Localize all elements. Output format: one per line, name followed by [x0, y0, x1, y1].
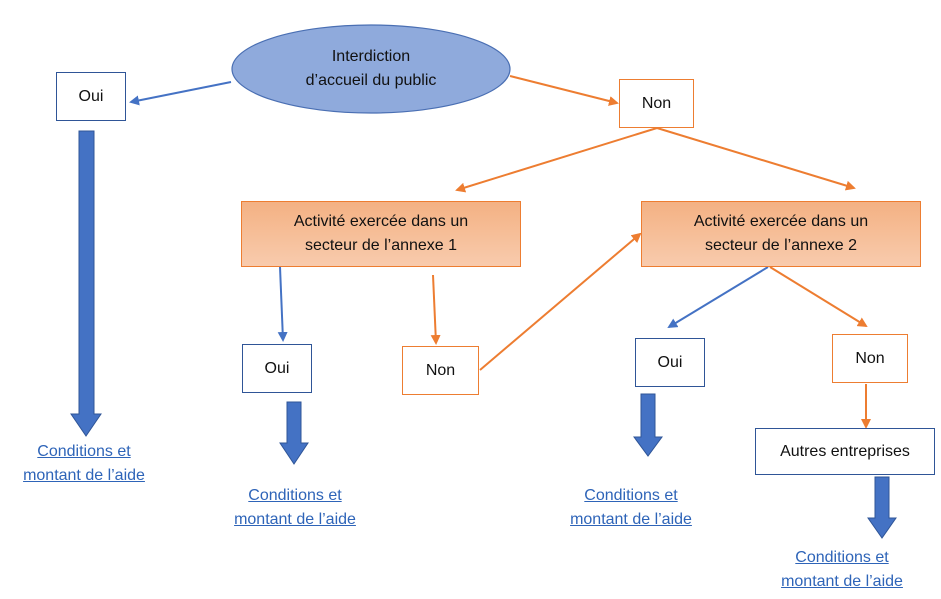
- block-arrow-sector1-oui: [279, 401, 309, 465]
- oui-box-root-label: Oui: [78, 87, 104, 105]
- conditions-link-4-line1: Conditions et: [795, 549, 889, 566]
- arrow-sector2-to-non: [769, 266, 868, 328]
- oui-box-root: Oui: [56, 72, 126, 121]
- root-label: Interdiction d’accueil du public: [271, 45, 471, 93]
- conditions-link-4[interactable]: Conditions et montant de l’aide: [762, 546, 922, 594]
- conditions-link-2-line1: Conditions et: [248, 487, 342, 504]
- sector2-line1: Activité exercée dans un: [693, 213, 869, 230]
- arrow-non-to-sector1: [455, 127, 658, 193]
- conditions-link-2-line2: montant de l’aide: [234, 511, 356, 528]
- non-box-sector2-label: Non: [855, 349, 885, 367]
- arrow-sector1-to-non: [430, 274, 441, 345]
- non-box-sector2: Non: [832, 334, 908, 383]
- oui-box-sector1: Oui: [242, 344, 312, 393]
- conditions-link-3-line1: Conditions et: [584, 487, 678, 504]
- conditions-link-1-line2: montant de l’aide: [23, 467, 145, 484]
- non-box-sector1: Non: [402, 346, 479, 395]
- block-arrow-sector2-oui: [633, 393, 663, 457]
- sector2-box: Activité exercée dans un secteur de l’an…: [641, 201, 921, 267]
- autres-entreprises-box: Autres entreprises: [755, 428, 935, 475]
- conditions-link-3[interactable]: Conditions et montant de l’aide: [551, 484, 711, 532]
- non-box-sector1-label: Non: [425, 361, 456, 379]
- conditions-link-3-line2: montant de l’aide: [570, 511, 692, 528]
- root-ellipse: [231, 24, 511, 114]
- oui-box-sector2-label: Oui: [657, 353, 683, 371]
- conditions-link-1-line1: Conditions et: [37, 443, 131, 460]
- block-arrow-autres: [867, 476, 897, 539]
- sector1-line2: secteur de l’annexe 1: [304, 237, 458, 254]
- root-label-line1: Interdiction: [331, 48, 411, 65]
- arrow-non-to-sector2-diagonal: [479, 232, 642, 371]
- arrow-root-to-non: [509, 75, 619, 106]
- block-arrow-left: [70, 130, 102, 437]
- conditions-link-2[interactable]: Conditions et montant de l’aide: [215, 484, 375, 532]
- conditions-link-4-line2: montant de l’aide: [781, 573, 903, 590]
- arrow-sector2-to-oui: [667, 266, 769, 329]
- autres-entreprises-label: Autres entreprises: [780, 442, 910, 460]
- arrow-non-to-sector2: [656, 127, 856, 191]
- oui-box-sector1-label: Oui: [264, 359, 290, 377]
- non-box-root-label: Non: [641, 94, 672, 112]
- sector1-line1: Activité exercée dans un: [293, 213, 469, 230]
- root-label-line2: d’accueil du public: [305, 72, 437, 89]
- arrow-sector1-to-oui: [277, 266, 288, 342]
- arrow-root-to-oui: [129, 81, 232, 106]
- oui-box-sector2: Oui: [635, 338, 705, 387]
- sector2-line2: secteur de l’annexe 2: [704, 237, 858, 254]
- sector1-box: Activité exercée dans un secteur de l’an…: [241, 201, 521, 267]
- non-box-root: Non: [619, 79, 694, 128]
- conditions-link-1[interactable]: Conditions et montant de l’aide: [4, 440, 164, 488]
